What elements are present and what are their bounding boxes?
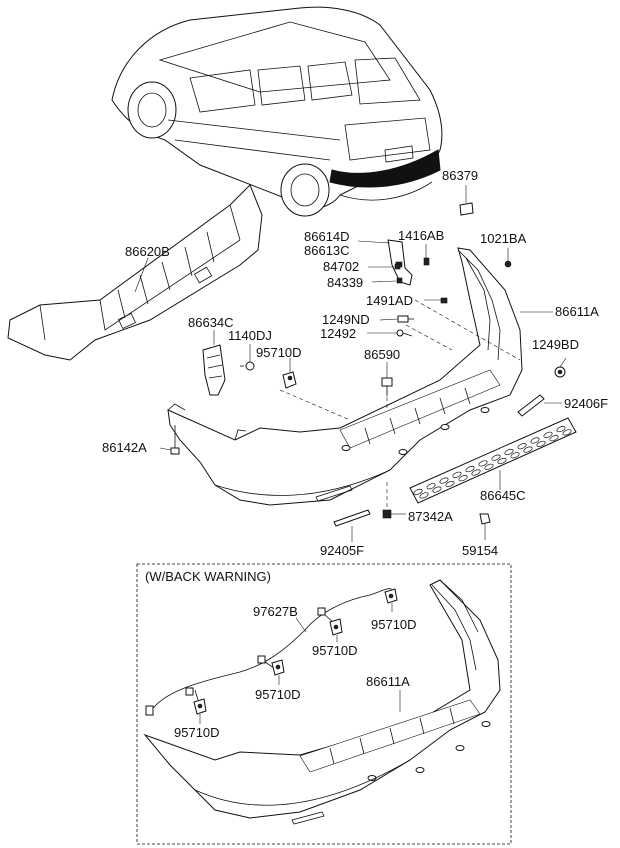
label-95710D-d: 95710D bbox=[174, 725, 220, 740]
label-86620B: 86620B bbox=[125, 244, 170, 259]
fastener-84702 bbox=[368, 263, 401, 270]
bolt-1021BA bbox=[504, 248, 512, 268]
lower-grille-86645C bbox=[409, 417, 577, 504]
grille-cell bbox=[517, 443, 527, 450]
grille-cell bbox=[465, 466, 475, 473]
label-95710D-a: 95710D bbox=[371, 617, 417, 632]
inset-sensor-95710D-b bbox=[329, 618, 343, 642]
retainer-86590 bbox=[381, 362, 393, 396]
label-12492: 12492 bbox=[320, 326, 356, 341]
bumper-cover-86611A bbox=[167, 247, 523, 506]
screw-1249BD bbox=[554, 357, 567, 378]
label-86142A: 86142A bbox=[102, 440, 147, 455]
reflector-92406F bbox=[517, 394, 562, 417]
label-92405F: 92405F bbox=[320, 543, 364, 558]
label-86611A: 86611A bbox=[555, 304, 599, 319]
grille-cell bbox=[445, 480, 455, 487]
label-95710D-c: 95710D bbox=[255, 687, 301, 702]
inset-bumper-cover-86611A bbox=[143, 579, 501, 825]
grille-cell bbox=[556, 426, 566, 433]
grille-cell bbox=[530, 437, 540, 444]
grille-cell bbox=[413, 488, 423, 496]
grille-cell bbox=[543, 431, 553, 438]
reflector-92405F bbox=[333, 509, 371, 542]
label-1416AB: 1416AB bbox=[398, 228, 444, 243]
bolt-1140DJ bbox=[240, 344, 255, 371]
label-95710D-top: 95710D bbox=[256, 345, 302, 360]
energy-absorber-86620B bbox=[7, 184, 263, 361]
grille-cell bbox=[432, 486, 442, 493]
grille-cell bbox=[549, 435, 559, 442]
bracket-86634C bbox=[202, 330, 226, 396]
label-84702: 84702 bbox=[323, 259, 359, 274]
back-warning-inset bbox=[136, 563, 512, 845]
label-86645C: 86645C bbox=[480, 488, 526, 503]
grille-cell bbox=[510, 452, 520, 459]
emblem-nut-87342A bbox=[382, 509, 406, 519]
label-92406F: 92406F bbox=[564, 396, 608, 411]
label-86614D: 86614D bbox=[304, 229, 350, 244]
inset-sensor-95710D-d bbox=[193, 698, 207, 724]
label-86379: 86379 bbox=[442, 168, 478, 183]
plug-59154 bbox=[479, 513, 491, 540]
inset-sensor-95710D-c bbox=[271, 659, 285, 685]
emblem-86379 bbox=[459, 185, 474, 216]
fastener-84339 bbox=[371, 277, 403, 284]
screw-12492 bbox=[367, 329, 413, 337]
bolt-1249ND bbox=[379, 315, 414, 323]
grille-cell bbox=[452, 471, 462, 478]
label-inset-86611A: 86611A bbox=[366, 674, 410, 689]
label-86590: 86590 bbox=[364, 347, 400, 362]
grille-cell bbox=[426, 483, 436, 490]
clip-1491AD bbox=[424, 297, 448, 304]
label-87342A: 87342A bbox=[408, 509, 453, 524]
label-1249ND: 1249ND bbox=[322, 312, 370, 327]
label-86613C: 86613C bbox=[304, 243, 350, 258]
label-1249BD: 1249BD bbox=[532, 337, 579, 352]
clip-1416AB bbox=[423, 244, 430, 266]
sensor-95710D-top bbox=[282, 358, 297, 389]
label-86634C: 86634C bbox=[188, 315, 234, 330]
grille-cell bbox=[536, 440, 546, 447]
inset-sensor-95710D-a bbox=[384, 588, 398, 612]
label-1021BA: 1021BA bbox=[480, 231, 527, 246]
label-59154: 59154 bbox=[462, 543, 498, 558]
inset-title: (W/BACK WARNING) bbox=[145, 569, 271, 584]
grille-cell bbox=[419, 492, 429, 499]
wiring-harness-97627B bbox=[145, 588, 393, 716]
grille-cell bbox=[491, 454, 501, 461]
grille-cell bbox=[484, 463, 494, 470]
grille-cell bbox=[471, 469, 481, 476]
label-1491AD: 1491AD bbox=[366, 293, 413, 308]
grille-cell bbox=[478, 460, 488, 467]
label-97627B: 97627B bbox=[253, 604, 298, 619]
vehicle-illustration bbox=[111, 6, 443, 217]
label-1140DJ: 1140DJ bbox=[228, 328, 272, 343]
grille-cell bbox=[523, 446, 533, 453]
screw-86142A bbox=[159, 425, 180, 455]
grille-cell bbox=[504, 448, 514, 456]
grille-cell bbox=[439, 477, 449, 484]
grille-cell bbox=[458, 475, 468, 482]
grille-cell bbox=[562, 429, 572, 436]
label-95710D-b: 95710D bbox=[312, 643, 358, 658]
grille-cell bbox=[497, 457, 507, 465]
label-84339: 84339 bbox=[327, 275, 363, 290]
